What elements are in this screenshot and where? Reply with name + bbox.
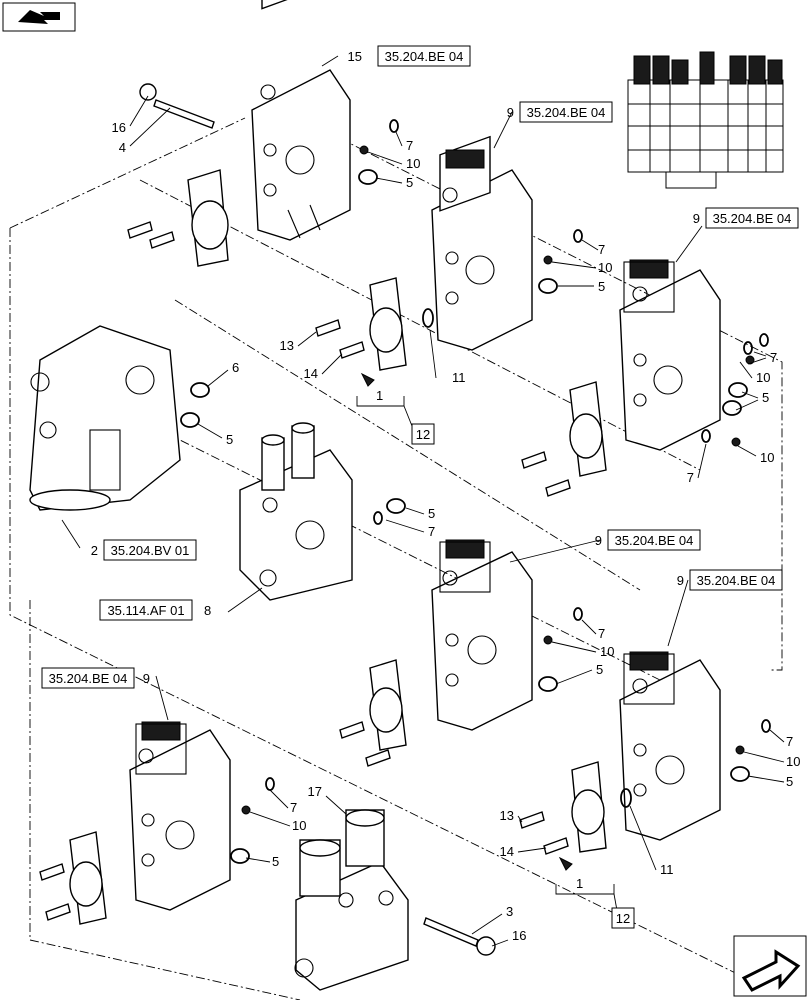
callout-labels: 15 16 4 7 10 5 9 7 10 5 13 14 11 1 9 7 1… [91,49,801,943]
callout-14: 14 [304,366,318,381]
callout-10: 10 [406,156,420,171]
ref-text: 35.114.AF 01 [107,603,184,618]
callout-5: 5 [226,432,233,447]
valve-bank-overview-image [627,51,784,189]
callout-7: 7 [428,524,435,539]
valve-section-top [127,0,351,267]
callout-7: 7 [598,626,605,641]
ref-box-9d[interactable]: 35.204.BE 04 [689,569,783,591]
valve-section-c [521,259,721,497]
valve-section-b [315,135,533,371]
callout-16: 16 [112,120,126,135]
ref-box-bv01[interactable]: 35.204.BV 01 [103,539,197,561]
next-page-arrow-icon[interactable] [733,935,807,997]
callout-10: 10 [292,818,306,833]
callout-10: 10 [600,644,614,659]
inlet-cover [29,325,181,511]
callout-4: 4 [119,140,126,155]
callout-7: 7 [687,470,694,485]
callout-1: 1 [376,388,383,403]
callout-7: 7 [290,800,297,815]
ref-box-12-top[interactable]: 12 [411,423,435,445]
end-cover-17 [294,809,496,991]
leader-lines [61,55,785,947]
ref-box-9c[interactable]: 35.204.BE 04 [607,529,701,551]
callout-17: 17 [308,784,322,799]
callout-8: 8 [204,603,211,618]
callout-6: 6 [232,360,239,375]
assembly-centerlines [9,107,783,1000]
ref-text: 35.204.BE 04 [527,105,606,120]
callout-14: 14 [500,844,514,859]
ref-box-9a[interactable]: 35.204.BE 04 [519,101,613,123]
callout-5: 5 [406,175,413,190]
callout-15: 15 [348,49,362,64]
callout-10: 10 [786,754,800,769]
callout-10: 10 [760,450,774,465]
callout-3: 3 [506,904,513,919]
ref-box-15[interactable]: 35.204.BE 04 [377,45,471,67]
valve-section-8 [239,422,353,601]
valve-section-e [519,651,721,855]
callout-11: 11 [660,862,674,877]
callout-7: 7 [406,138,413,153]
callout-5: 5 [598,279,605,294]
callout-9: 9 [143,671,150,686]
tie-rod-top [139,83,215,129]
callout-7: 7 [786,734,793,749]
callout-5: 5 [596,662,603,677]
callout-11: 11 [452,370,466,385]
valve-section-f [39,721,231,925]
ref-text: 35.204.BE 04 [49,671,128,686]
ref-box-9b[interactable]: 35.204.BE 04 [705,207,799,229]
ref-box-9e[interactable]: 35.204.BE 04 [41,667,135,689]
callout-7: 7 [598,242,605,257]
ref-text: 35.204.BE 04 [697,573,776,588]
callout-13: 13 [280,338,294,353]
o-rings [180,119,771,871]
callout-13: 13 [500,808,514,823]
callout-5: 5 [428,506,435,521]
ref-box-12-bottom[interactable]: 12 [611,907,635,929]
callout-5: 5 [786,774,793,789]
callout-9: 9 [507,105,514,120]
callout-5: 5 [762,390,769,405]
callout-9: 9 [677,573,684,588]
callout-9: 9 [595,533,602,548]
ref-text: 35.204.BV 01 [111,543,190,558]
callout-1: 1 [576,876,583,891]
callout-16: 16 [512,928,526,943]
callout-9: 9 [693,211,700,226]
callout-10: 10 [756,370,770,385]
callout-5: 5 [272,854,279,869]
callout-2: 2 [91,543,98,558]
ref-text: 35.204.BE 04 [385,49,464,64]
callout-10: 10 [598,260,612,275]
ref-text: 35.204.BE 04 [713,211,792,226]
callout-7: 7 [770,350,777,365]
valve-section-d [339,539,533,767]
ref-text: 12 [616,911,630,926]
ref-box-af01[interactable]: 35.114.AF 01 [99,599,193,621]
ref-text: 12 [416,427,430,442]
book-arrow-icon[interactable] [2,2,76,32]
ref-text: 35.204.BE 04 [615,533,694,548]
